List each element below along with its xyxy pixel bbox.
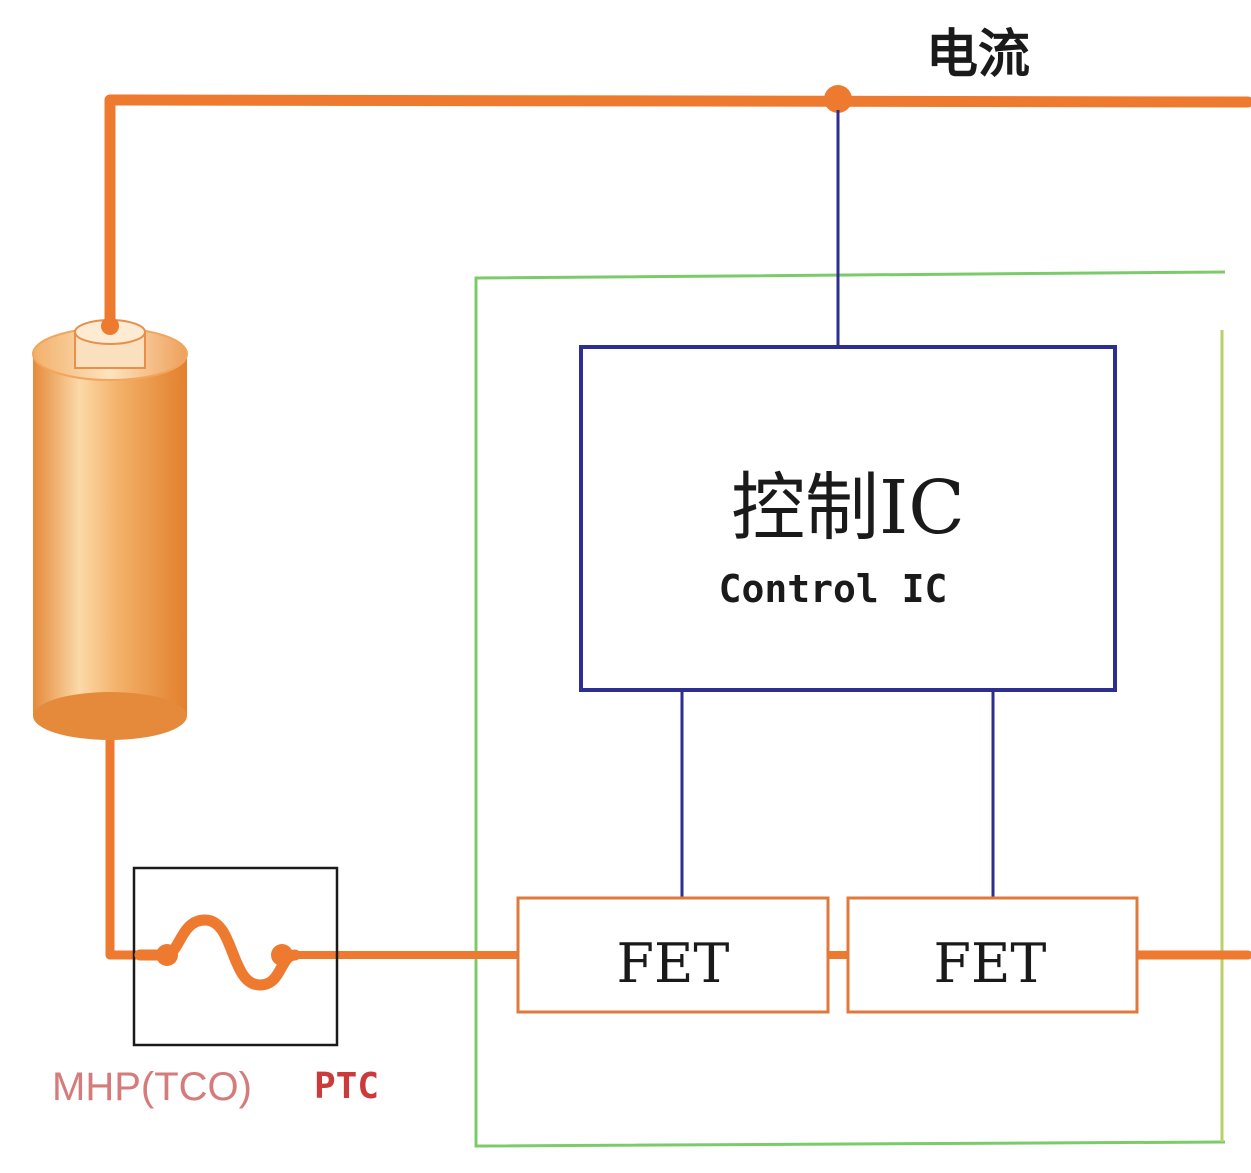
fet-box-right [846, 896, 1139, 1014]
ptc-label: PTC [314, 1066, 379, 1107]
junction-node [824, 85, 852, 113]
current-path [104, 94, 1251, 960]
fet-left-label: FET [617, 932, 730, 995]
current-label: 电流 [926, 25, 1030, 85]
fuse-symbol-icon [132, 866, 339, 1047]
battery-cell-icon [32, 317, 188, 740]
fet-right-label: FET [934, 932, 1047, 995]
fet-box-left [516, 896, 830, 1014]
protection-board-outline [474, 270, 1226, 1148]
control-ic-en-label: Control IC [719, 567, 948, 611]
control-ic-cn-label: 控制IC [731, 465, 965, 551]
signal-wires [680, 110, 995, 898]
control-ic-box [579, 345, 1117, 692]
mhp-tco-label: MHP(TCO) [52, 1065, 252, 1109]
